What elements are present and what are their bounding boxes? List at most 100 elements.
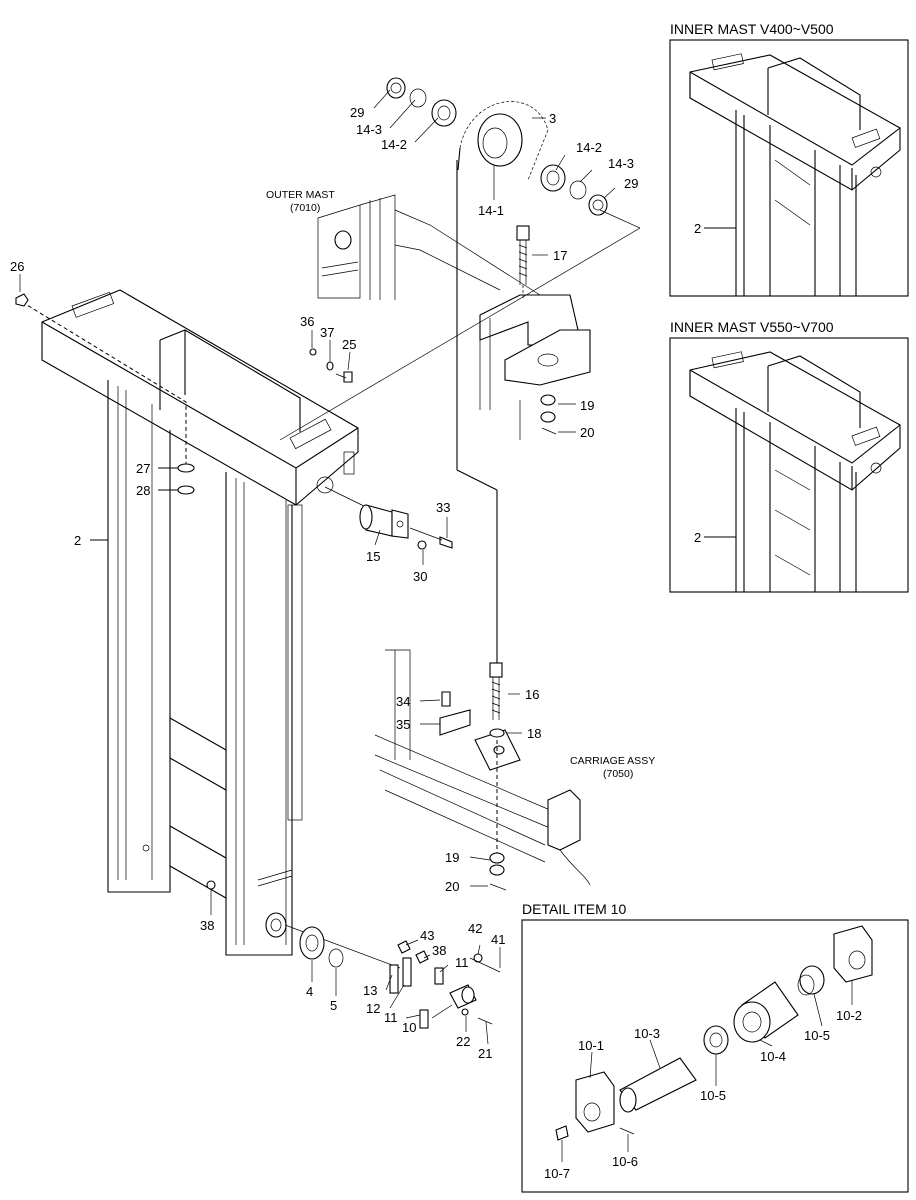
mast-top-lug [343,451,355,475]
leader-29-left [373,89,391,109]
detail-bush-10-5-right [799,965,825,995]
callout-numbers: 29 14-3 14-2 3 14-2 14-3 29 14-1 17 26 3… [10,105,638,1061]
callout-10: 10 [402,1020,416,1035]
sheave-axis-right [599,209,641,229]
callout-41: 41 [491,932,505,947]
callout-13: 13 [363,983,377,998]
anchor-base [504,329,591,386]
leader-10-4 [759,1039,773,1047]
inset-v550-slot-right [851,426,881,446]
detail-callout-10-7: 10-7 [544,1166,570,1181]
leader-19-lower [469,856,491,861]
leader-11-lower [405,1014,421,1019]
nut-19-b [540,411,556,423]
leader-34 [419,699,441,702]
inset-v550-top-beam [689,351,901,491]
bolt-34 [441,691,451,707]
callout-27: 27 [136,461,150,476]
inset-v550-crossmembers [774,469,811,576]
nut-26 [15,293,29,307]
bolt-16-thread [491,677,501,720]
callout-11-lower: 11 [384,1010,398,1025]
bolt-41 [469,957,501,973]
washer-36 [309,348,317,356]
callout-18: 18 [527,726,541,741]
inset-v400-rails [735,110,857,296]
mast-roller-stub-inner [270,918,282,932]
snap-ring-14-3-left [409,88,427,108]
chain-left-bend [456,469,498,491]
mast-right-rail [225,472,293,956]
callout-19: 19 [580,398,594,413]
bolt-33 [439,536,453,549]
bearing-14-2-right-inner [546,170,560,186]
ring-5 [328,948,344,968]
detail-callout-10-5-left: 10-5 [700,1088,726,1103]
shim-43 [397,940,411,954]
washer-29-right-inner [592,199,604,211]
outer-mast-rail [359,194,396,300]
carriage-hook [559,849,591,886]
grease-nipple-38 [206,880,216,890]
shim-27 [177,463,195,473]
leader-43 [405,939,419,946]
washer-29-left-inner [390,82,402,94]
callout-2: 2 [74,533,81,548]
outer-mast-ghost [317,194,541,300]
carriage-upright [385,649,411,760]
outer-mast-roller [334,230,352,250]
callout-42: 38 [432,943,446,958]
callout-30: 30 [413,569,427,584]
outer-mast-slot [321,261,359,277]
anchor-hole [537,353,559,367]
callout-3: 3 [549,111,556,126]
bracket-end [359,504,373,530]
callout-14-1: 14-1 [478,203,504,218]
sheave-hub [482,127,508,159]
callout-28: 28 [136,483,150,498]
mast-top-slot-right [289,418,332,450]
callout-11-upper: 11 [455,955,469,970]
callout-33: 33 [436,500,450,515]
chain-guide-lines [279,160,641,665]
detail-callout-10-4: 10-4 [760,1049,786,1064]
inset-title-v550: INNER MAST V550~V700 [670,319,834,335]
stopper-10-end [461,986,475,1004]
inset-v550-rails [735,408,857,592]
leader-14-3-right [579,169,593,183]
carriage-code: (7050) [603,768,633,780]
mast-top-boss [316,476,334,494]
bracket-flange [391,509,409,539]
cylinder-bracket-15 [324,486,453,550]
roller-4-inner [305,934,319,952]
detail-callout-10-3: 10-3 [634,1026,660,1041]
inset-v400-boss [870,166,882,178]
mast-left-rail [107,380,171,893]
callout-36: 36 [300,314,314,329]
callout-5: 5 [330,998,337,1013]
nut-19-d [489,864,505,876]
inset-v400-callout-2: 2 [694,221,701,236]
cotter-pin-20-lower [489,883,507,891]
leader-14-2-right [555,154,566,171]
callout-37: 37 [320,325,334,340]
anchor-bolt-17 [516,225,557,435]
inset-mast-v400: INNER MAST V400~V500 2 [669,21,909,297]
leader-42 [423,954,431,959]
inset-v400-crossmember [774,159,811,226]
shim-13 [389,964,399,994]
bolt-25-head [343,371,353,383]
outer-mast-code: (7010) [290,202,320,214]
bearing-14-2-left [431,99,457,127]
inset-v550-boss [870,462,882,474]
bearing-14-2-right [540,164,566,192]
callout-34: 34 [396,694,410,709]
chain-anchor-bracket [479,294,591,440]
bolt-16-head [489,662,503,678]
leader-12 [389,984,405,1009]
callout-17: 17 [553,248,567,263]
carriage-side-plate [547,789,581,851]
detail-callout-10-6: 10-6 [612,1154,638,1169]
callout-29: 29 [624,176,638,191]
anchor-bolt-16 [441,662,507,891]
